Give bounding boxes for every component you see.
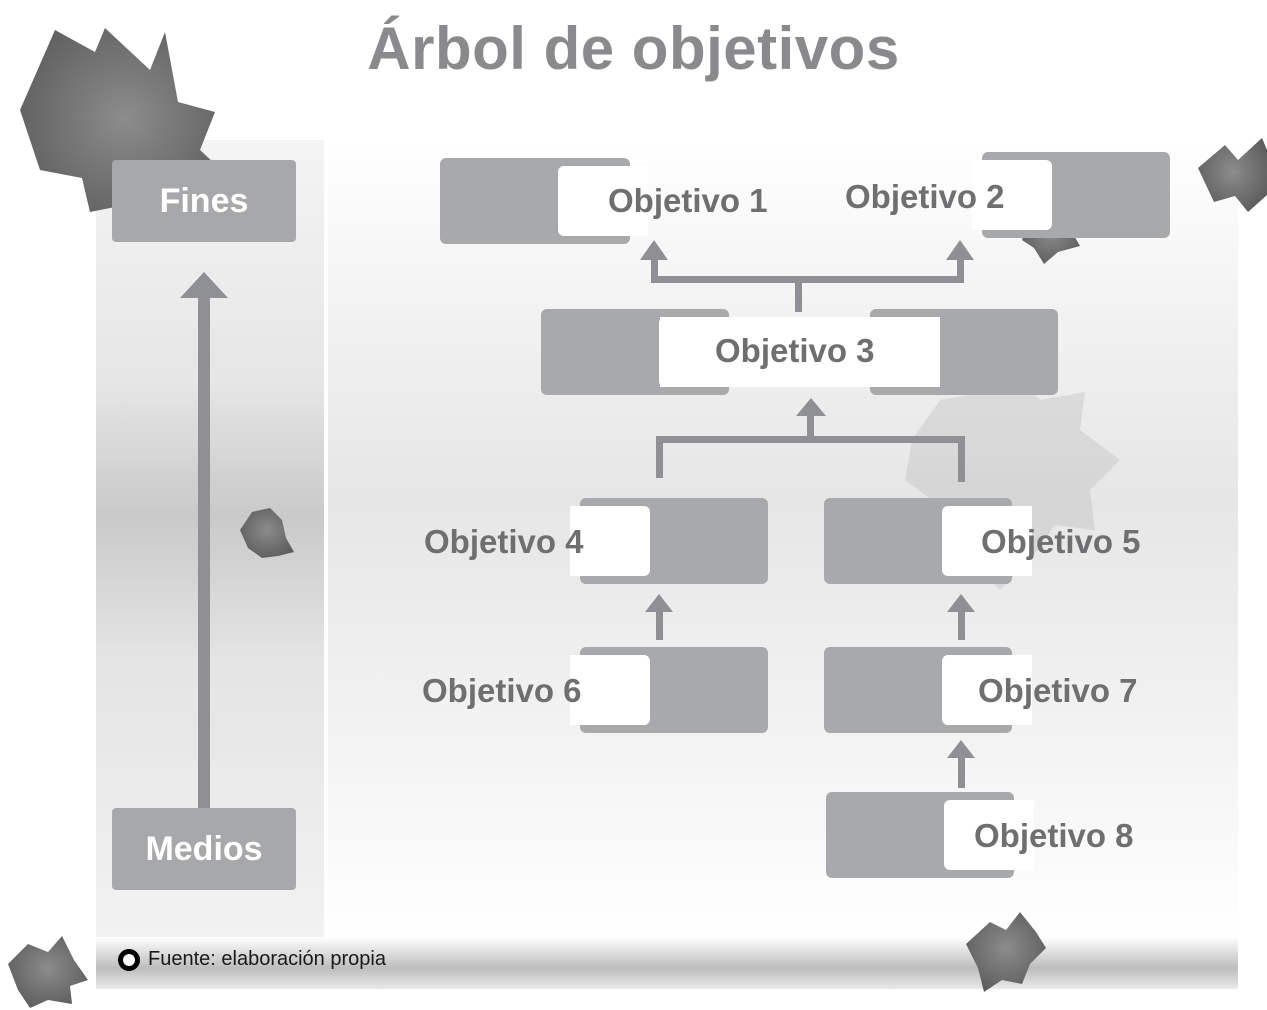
page-title: Árbol de objetivos — [367, 15, 900, 82]
arrowhead-to-objective-5 — [947, 594, 975, 612]
objective-2-label: Objetivo 2 — [845, 178, 1005, 215]
connector-8-stem — [958, 756, 965, 788]
objective-2-box — [972, 152, 1170, 238]
source-text: Fuente: elaboración propia — [148, 948, 386, 970]
column-divider — [324, 140, 328, 940]
arrowhead-to-objective-3 — [796, 398, 826, 416]
objective-7-label: Objetivo 7 — [978, 672, 1138, 709]
ends-label: Fines — [112, 160, 296, 242]
means-label: Medios — [112, 808, 296, 890]
connector-45-right — [958, 440, 965, 482]
connector-6-stem — [656, 610, 663, 640]
objective-4-label: Objetivo 4 — [424, 523, 584, 560]
bullet-icon — [118, 948, 140, 971]
objective-6-label: Objetivo 6 — [422, 672, 582, 709]
connector-45-left — [656, 440, 663, 478]
connector-3-bar — [651, 276, 964, 283]
arrowhead-to-objective-1 — [640, 240, 668, 260]
connector-45-stem — [807, 414, 814, 440]
arrowhead-to-objective-2 — [946, 240, 974, 260]
objective-7-box — [824, 647, 1032, 733]
leaf-bottom-right-icon — [966, 912, 1046, 992]
leaf-right-top-icon — [1198, 138, 1267, 212]
objective-6-box — [570, 647, 768, 733]
means-ends-arrow-shaft — [198, 296, 210, 808]
objective-3-window — [660, 317, 940, 387]
connector-3-stem — [795, 280, 802, 312]
arrowhead-to-objective-4 — [645, 594, 673, 612]
arrowhead-to-objective-7 — [947, 740, 975, 758]
footer-band — [96, 937, 1238, 989]
objective-5-label: Objetivo 5 — [981, 523, 1141, 560]
objective-5-box — [824, 498, 1032, 584]
objective-3-label: Objetivo 3 — [715, 332, 875, 369]
means-ends-arrowhead — [180, 272, 228, 298]
objective-1-box — [440, 158, 648, 244]
objective-8-box — [826, 792, 1034, 878]
objective-8-label: Objetivo 8 — [974, 817, 1134, 854]
leaf-middle-icon — [240, 508, 294, 558]
source-note: Fuente: elaboración propia — [118, 948, 386, 971]
objective-4-box — [570, 498, 768, 584]
connector-3-right — [957, 258, 964, 280]
leaf-bottom-left-icon — [8, 936, 88, 1008]
connector-3-left — [651, 258, 658, 280]
connector-7-stem — [958, 610, 965, 640]
objective-1-label: Objetivo 1 — [608, 182, 768, 219]
